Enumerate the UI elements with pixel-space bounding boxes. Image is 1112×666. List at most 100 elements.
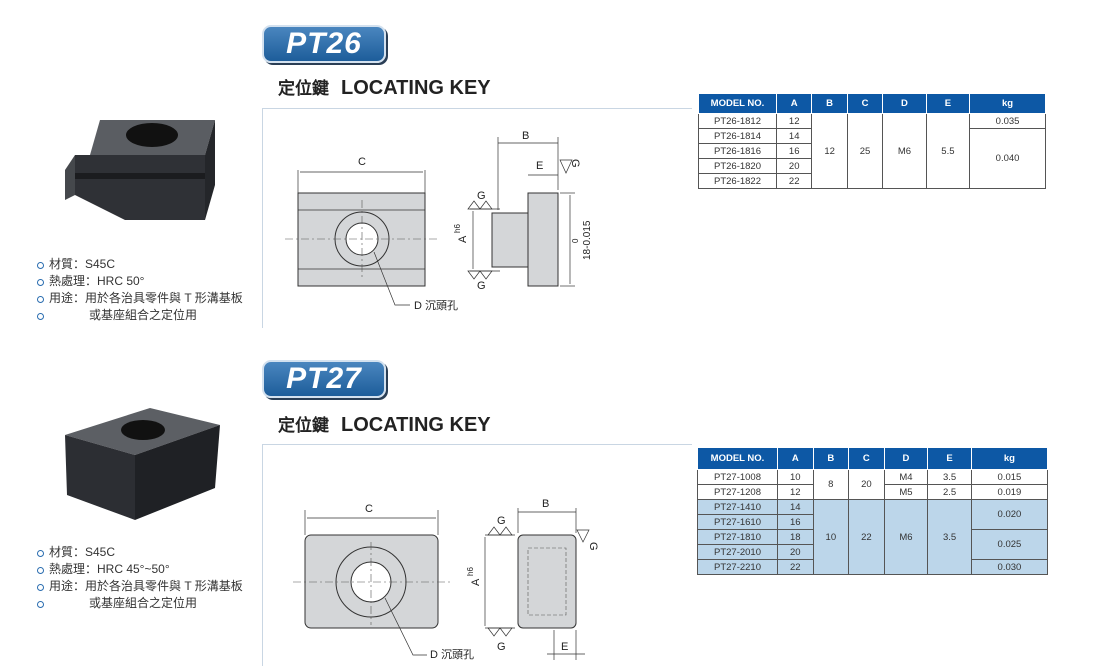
hole-label: D 沉頭孔: [430, 648, 474, 661]
cell-kg: 0.035: [969, 113, 1046, 129]
dim-tolerance: 18-0.015: [582, 220, 593, 260]
cell-d: M6: [883, 499, 929, 575]
cell-a: 16: [775, 143, 813, 159]
dim-h6: h6: [453, 224, 462, 233]
cell-a: 22: [775, 173, 813, 189]
cell-a: 22: [777, 559, 814, 575]
pt27-badge: PT27: [262, 360, 386, 398]
cell-model: PT27-1008: [697, 469, 778, 485]
spec-usage: 用途：用於各治具零件與 T 形溝基板: [35, 290, 243, 307]
col-c: C: [848, 447, 885, 470]
spec-heat-treatment: 熱處理：HRC 50°: [35, 273, 243, 290]
spec-usage-cont: 或基座組合之定位用: [35, 307, 243, 324]
dim-g: G: [497, 515, 506, 527]
col-model: MODEL NO.: [698, 93, 777, 114]
cell-model: PT26-1812: [698, 113, 777, 129]
cell-b: 8: [812, 469, 850, 500]
cell-model: PT26-1816: [698, 143, 777, 159]
col-e: E: [927, 447, 972, 470]
pt27-specs: 材質：S45C 熱處理：HRC 45°~50° 用途：用於各治具零件與 T 形溝…: [35, 544, 243, 612]
title-en: LOCATING KEY: [341, 414, 491, 436]
col-b: B: [811, 93, 848, 114]
cell-b: 12: [811, 113, 848, 189]
cell-kg: 0.025: [970, 529, 1049, 560]
cell-a: 20: [777, 544, 814, 560]
cell-model: PT27-1208: [697, 484, 778, 500]
col-a: A: [775, 93, 813, 114]
col-kg: kg: [969, 93, 1046, 114]
cell-model: PT26-1822: [698, 173, 777, 189]
dim-g: G: [569, 159, 581, 168]
cell-model: PT27-2010: [697, 544, 778, 560]
cell-d: M6: [882, 113, 927, 189]
dim-h6: h6: [466, 567, 475, 576]
dim-a: A: [470, 578, 482, 586]
cell-c: 22: [848, 499, 885, 575]
col-b: B: [812, 447, 850, 470]
divider: [262, 108, 692, 109]
spec-usage-cont: 或基座組合之定位用: [35, 595, 243, 612]
dim-g: G: [587, 542, 599, 551]
dim-b: B: [522, 130, 529, 142]
pt27-product-image: [65, 408, 220, 520]
pt26-product-image: [65, 120, 215, 220]
cell-model: PT27-1410: [697, 499, 778, 515]
divider: [262, 444, 263, 666]
dim-c: C: [358, 156, 366, 168]
col-a: A: [777, 447, 814, 470]
col-kg: kg: [970, 447, 1049, 470]
cell-b: 10: [812, 499, 850, 575]
spec-material: 材質：S45C: [35, 256, 243, 273]
col-e: E: [925, 93, 971, 114]
dim-a: A: [457, 235, 469, 243]
cell-e: 3.5: [927, 469, 972, 485]
pt27-drawing: C D 沉頭孔 B G G G A h6 E: [293, 498, 599, 661]
cell-e: 2.5: [927, 484, 972, 500]
cell-e: 3.5: [927, 499, 972, 575]
cell-a: 20: [775, 158, 813, 174]
col-c: C: [846, 93, 884, 114]
cell-a: 10: [777, 469, 814, 485]
spec-usage: 用途：用於各治具零件與 T 形溝基板: [35, 578, 243, 595]
cell-c: 25: [846, 113, 884, 189]
dim-b: B: [542, 498, 549, 510]
dim-g: G: [477, 280, 486, 292]
cell-model: PT27-2210: [697, 559, 778, 575]
spec-material: 材質：S45C: [35, 544, 243, 561]
cell-e: 5.5: [925, 113, 971, 189]
cell-kg: 0.015: [970, 469, 1049, 485]
cell-c: 20: [848, 469, 885, 500]
title-en: LOCATING KEY: [341, 77, 491, 99]
cell-d: M5: [883, 484, 929, 500]
cell-model: PT26-1814: [698, 128, 777, 144]
cell-a: 12: [777, 484, 814, 500]
dim-e: E: [536, 160, 543, 172]
cell-a: 12: [775, 113, 813, 129]
cell-a: 16: [777, 514, 814, 530]
cell-kg: 0.040: [969, 128, 1046, 189]
cell-a: 14: [775, 128, 813, 144]
cell-model: PT27-1810: [697, 529, 778, 545]
dim-g: G: [477, 190, 486, 202]
divider: [262, 108, 263, 328]
pt26-drawing: C D 沉頭孔 B E G G G A h6 0 18-0.015: [285, 130, 593, 312]
pt26-specs: 材質：S45C 熱處理：HRC 50° 用途：用於各治具零件與 T 形溝基板 或…: [35, 256, 243, 324]
divider: [262, 444, 692, 445]
title-zh: 定位鍵: [278, 79, 329, 98]
dim-g: G: [497, 641, 506, 653]
cell-a: 18: [777, 529, 814, 545]
cell-model: PT27-1610: [697, 514, 778, 530]
cell-kg: 0.019: [970, 484, 1049, 500]
hole-label: D 沉頭孔: [414, 299, 458, 312]
